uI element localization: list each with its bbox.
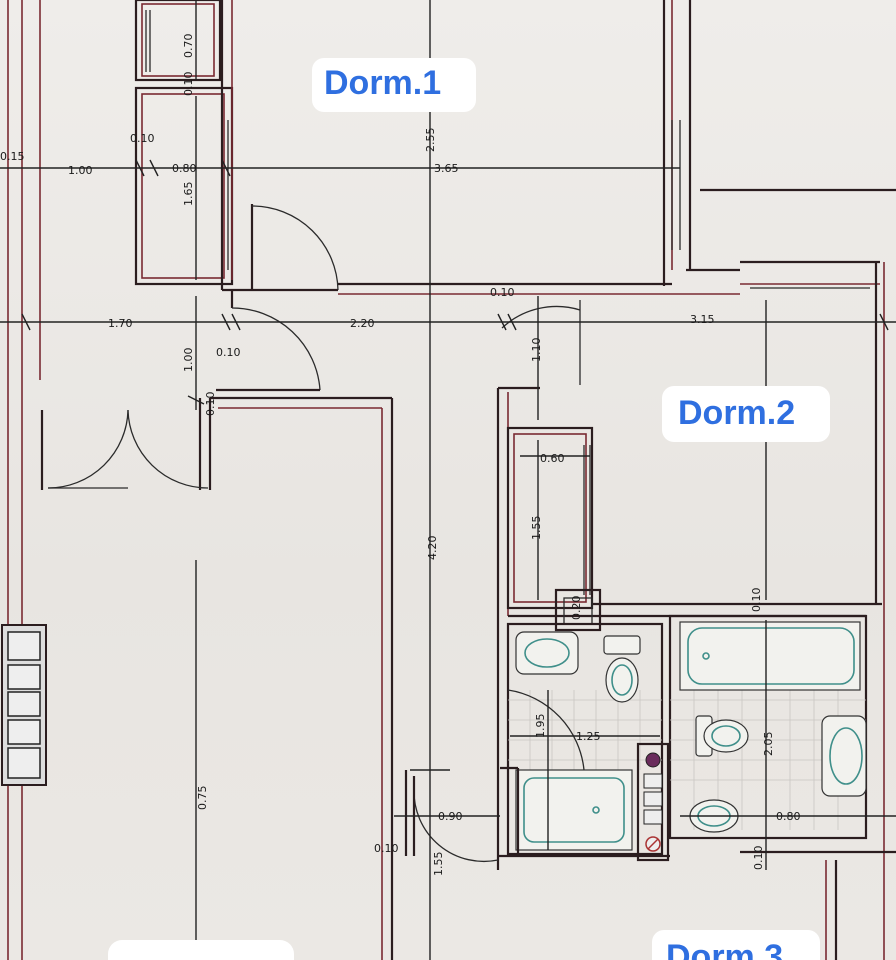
dim-220: 2.20 [350, 317, 375, 330]
dim-365: 3.65 [434, 162, 459, 175]
partial-label-bg [108, 940, 294, 960]
dim-010-b2: 0.10 [490, 286, 515, 299]
dorm1-walls [220, 0, 896, 295]
dim-110: 1.10 [530, 338, 543, 363]
left-double-door [40, 409, 209, 490]
dim-010-a: 0.10 [182, 72, 195, 97]
dim-010-mid: 0.10 [216, 346, 241, 359]
dorm1-label-bg [312, 58, 476, 112]
hall-walls [198, 288, 394, 960]
dim-100-mid: 1.00 [182, 348, 195, 373]
room-label-dorm2: Dorm.2 [678, 394, 796, 432]
bathroom-2 [668, 614, 868, 840]
dim-080-bot: 0.80 [776, 810, 801, 823]
room-label-dorm3: Dorm.3 [666, 938, 784, 960]
dimension-labels: 0.70 0.10 0.10 0.15 1.00 0.80 3.65 2.55 … [0, 34, 801, 877]
dim-010-door: 0.10 [204, 392, 217, 417]
dimension-ticks [21, 159, 889, 405]
dim-205: 2.05 [762, 732, 775, 757]
dim-315: 3.15 [690, 313, 715, 326]
dim-155-b: 1.55 [432, 852, 445, 877]
dim-125: 1.25 [576, 730, 601, 743]
dim-080-top: 0.80 [172, 162, 197, 175]
dim-015: 0.15 [0, 150, 25, 163]
dim-010-b3: 0.10 [750, 588, 763, 613]
dim-075: 0.75 [196, 786, 209, 811]
dim-420: 4.20 [426, 536, 439, 561]
dim-255: 2.55 [424, 128, 437, 153]
closet-top-left [134, 0, 222, 82]
dim-170: 1.70 [108, 317, 133, 330]
dim-195: 1.95 [534, 714, 547, 739]
dim-060: 0.60 [540, 452, 565, 465]
room-label-dorm3-clip: Dorm.3 [666, 938, 826, 960]
dim-090: 0.90 [438, 810, 463, 823]
dorm3-label-bg [652, 930, 820, 960]
dim-165: 1.65 [182, 182, 195, 207]
dim-155-a: 1.55 [530, 516, 543, 541]
dim-010-bot2: 0.10 [752, 846, 765, 871]
dim-020: 0.20 [570, 596, 583, 621]
dim-100-top: 1.00 [68, 164, 93, 177]
dim-070: 0.70 [182, 34, 195, 59]
left-window [1, 624, 47, 786]
dim-010-bot: 0.10 [374, 842, 399, 855]
dim-010-b: 0.10 [130, 132, 155, 145]
bathroom-1 [506, 622, 664, 856]
dorm2-label-bg [662, 386, 830, 442]
dorm1-door [250, 204, 339, 291]
room-label-dorm1: Dorm.1 [324, 64, 442, 102]
control-panel [636, 742, 670, 862]
left-exterior-wall [7, 0, 41, 960]
